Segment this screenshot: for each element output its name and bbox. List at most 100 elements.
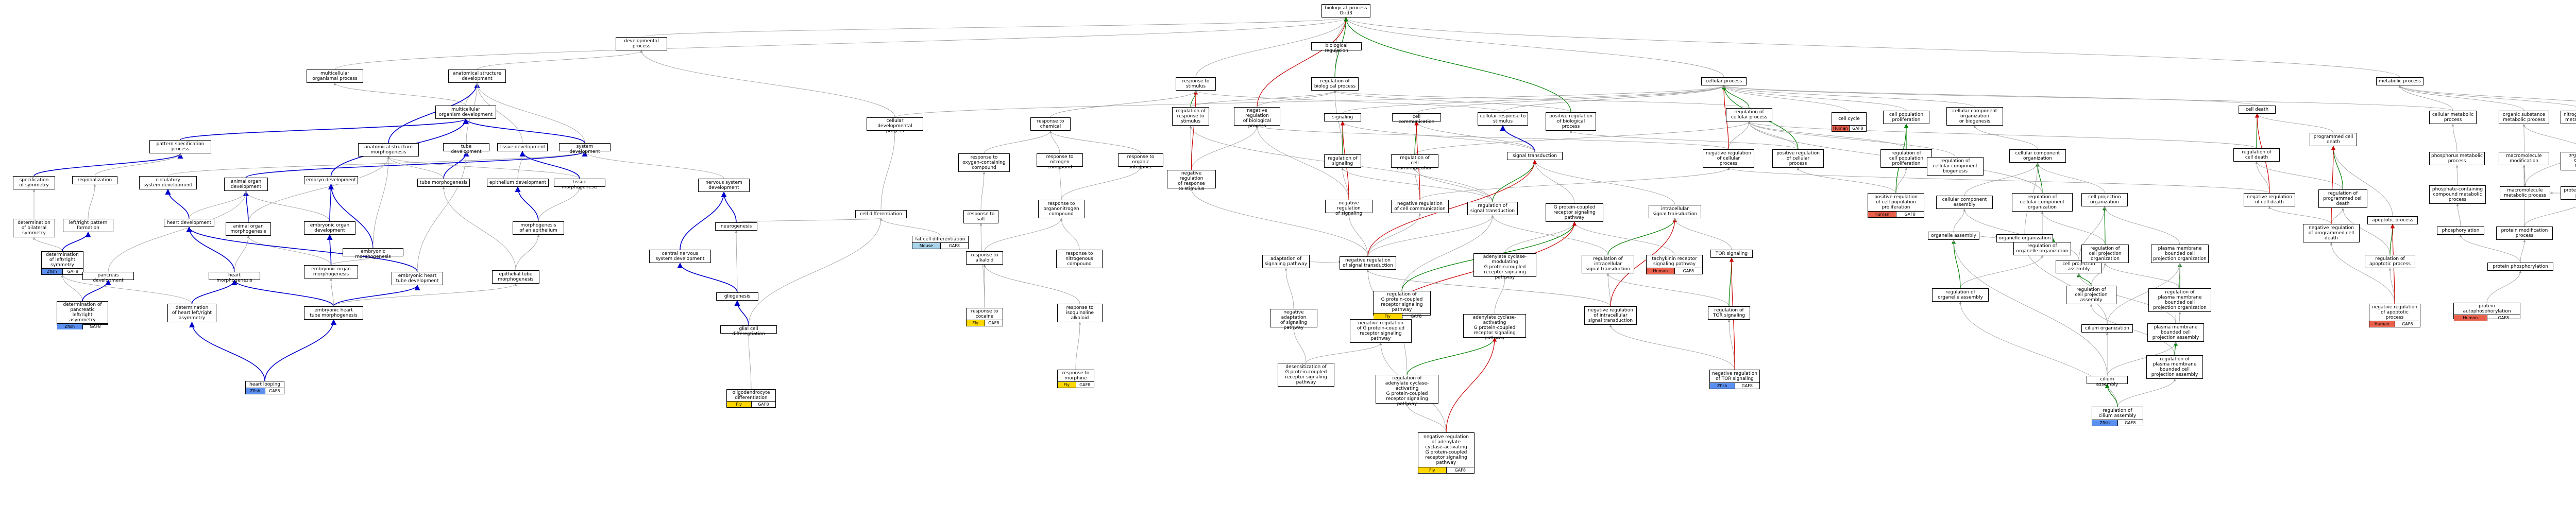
go-term-cellpop[interactable]: cell population proliferation (1883, 111, 1929, 124)
go-term-respalk[interactable]: response to alkaloid (966, 251, 1003, 265)
go-term-anatdev[interactable]: anatomical structure development (448, 69, 506, 83)
go-term-negreggpcr[interactable]: negative regulation of G protein-coupled… (1350, 319, 1412, 343)
go-term-cellresp[interactable]: cellular response to stimulus (1478, 112, 1528, 126)
go-term-regbio[interactable]: regulation of biological process (1311, 77, 1359, 91)
go-term-respoxnitro[interactable]: response to organonitrogen compound (1038, 200, 1084, 218)
go-term-celldevproc[interactable]: cellular developmental process (867, 117, 923, 134)
go-term-resporg[interactable]: response to organic substance (1118, 153, 1163, 170)
go-term-adapsig[interactable]: adaptation of signaling pathway (1262, 255, 1310, 268)
go-term-respchem[interactable]: response to chemical (1030, 117, 1071, 131)
go-term-regintra[interactable]: regulation of intracellular signal trans… (1582, 255, 1634, 273)
go-term-regcomm[interactable]: regulation of cell communication (1391, 154, 1438, 171)
go-term-negregsigtrans[interactable]: negative regulation of signal transducti… (1340, 256, 1396, 270)
go-term-metab[interactable]: metabolic process (2376, 77, 2424, 85)
go-term-regcelldeath[interactable]: regulation of cell death (2233, 148, 2280, 162)
go-term-celldeath[interactable]: cell death (2239, 106, 2276, 114)
go-term-negregapop[interactable]: negative regulation of apoptotic process… (2369, 304, 2420, 327)
go-term-cellcompbio[interactable]: cellular component organization or bioge… (1946, 107, 2003, 126)
go-term-organorg[interactable]: organelle organization (1996, 234, 2053, 242)
go-term-determlr[interactable]: determination of bilateral symmetry (13, 219, 55, 237)
go-term-phoscontain[interactable]: phosphate-containing compound metabolic … (2429, 185, 2486, 204)
go-term-phosmetab[interactable]: phosphorus metabolic process (2429, 152, 2485, 165)
go-term-regorganasm[interactable]: regulation of organelle assembly (1932, 288, 1989, 302)
go-term-determpanc[interactable]: determination of pancreatic left/right a… (57, 301, 108, 329)
go-term-tissmorph[interactable]: tissue morphogenesis (554, 179, 605, 190)
go-term-multdev[interactable]: multicellular organism development (435, 106, 496, 119)
go-term-multorg[interactable]: multicellular organismal process (307, 69, 363, 83)
go-term-apoptotic[interactable]: apoptotic process (2367, 216, 2418, 224)
go-term-tubedev[interactable]: tube development (443, 143, 489, 154)
go-term-tissuedev[interactable]: tissue development (497, 143, 548, 151)
go-term-sysdev[interactable]: system development (559, 143, 611, 154)
go-term-heartdev[interactable]: heart development (164, 219, 214, 227)
go-term-embhearttubemorph[interactable]: embryonic heart tube morphogenesis (304, 306, 363, 320)
go-term-embhearttube[interactable]: embryonic heart tube development (392, 272, 443, 285)
go-term-regadenyl[interactable]: regulation of adenylate cyclase-activati… (1376, 375, 1438, 407)
go-term-cellproc[interactable]: cellular process (1701, 77, 1747, 85)
go-term-negregresp[interactable]: negative regulation of response to stimu… (1167, 170, 1216, 191)
go-term-regprog[interactable]: regulation of programmed cell death (2318, 189, 2367, 208)
go-term-emborgmorph[interactable]: embryonic organ morphogenesis (304, 265, 358, 278)
go-term-negregcelldeath[interactable]: negative regulation of cell death (2244, 193, 2295, 206)
go-term-regorganorg[interactable]: regulation of organelle organization (2013, 242, 2071, 255)
go-term-resprcc[interactable]: response to nitrogenous compound (1056, 250, 1103, 268)
go-term-negregadenyl[interactable]: negative regulation of adenylate cyclase… (1418, 432, 1475, 474)
go-term-orgsubmetab[interactable]: organic substance metabolic process (2499, 111, 2549, 124)
go-term-circsys[interactable]: circulatory system development (139, 176, 197, 189)
go-term-regtor[interactable]: regulation of TOR signaling (1708, 306, 1750, 320)
go-term-negregcellproc[interactable]: negative regulation of cellular process (1703, 149, 1754, 168)
go-term-patspec[interactable]: pattern specification process (149, 140, 211, 153)
go-term-devproc[interactable]: developmental process (616, 37, 667, 50)
go-term-regsig[interactable]: regulation of signaling (1324, 154, 1361, 168)
go-term-progcelldeath[interactable]: programmed cell death (2310, 133, 2357, 146)
go-term-bp[interactable]: biological_process Grid3 (1321, 4, 1370, 18)
go-term-respisoq[interactable]: response to isoquinoline alkaloid (1057, 304, 1103, 322)
go-term-neurogen[interactable]: neurogenesis (715, 222, 757, 231)
go-term-respsalt[interactable]: response to salt (963, 210, 998, 223)
go-term-morphepi[interactable]: morphogenesis of an epithelium (513, 221, 564, 235)
go-term-pancdev[interactable]: pancreas development (82, 272, 134, 283)
go-term-embmorph[interactable]: embryonic morphogenesis (343, 248, 403, 259)
go-term-phosphorylation[interactable]: phosphorylation (2437, 227, 2484, 235)
go-term-adenylact[interactable]: adenylate cyclase-activating G protein-c… (1463, 314, 1526, 341)
go-term-negregcomm[interactable]: negative regulation of cell communicatio… (1391, 200, 1449, 213)
go-term-protmod[interactable]: protein modification process (2496, 227, 2553, 240)
go-term-tubemorph[interactable]: tube morphogenesis (417, 179, 470, 187)
go-term-epitube[interactable]: epithelial tube morphogenesis (492, 270, 539, 284)
go-term-macromod[interactable]: macromolecule modification (2499, 152, 2549, 165)
go-term-tor[interactable]: TOR signaling (1710, 250, 1753, 258)
go-term-respnitro[interactable]: response to nitrogen compound (1037, 153, 1083, 170)
go-term-regcellproc[interactable]: regulation of cellular process (1726, 108, 1772, 121)
go-term-signaling[interactable]: signaling (1324, 113, 1361, 121)
go-term-negadap[interactable]: negative adaptation of signaling pathway (1270, 309, 1317, 330)
go-term-negregbio[interactable]: negative regulation of biological proces… (1234, 107, 1280, 129)
go-term-glialdiff[interactable]: glial cell differentiation (720, 325, 777, 337)
go-term-regcellprojasm[interactable]: regulation of cell projection assembly (2066, 286, 2116, 304)
go-term-celldiff[interactable]: cell differentiation (855, 210, 907, 218)
go-term-negregprog[interactable]: negative regulation of programmed cell d… (2303, 224, 2360, 242)
go-term-specsym[interactable]: specification of symmetry (13, 176, 55, 189)
go-term-posregcellpop[interactable]: positive regulation of cell population p… (1868, 193, 1924, 218)
go-term-sigtrans[interactable]: signal transduction (1507, 152, 1563, 160)
go-term-regplasmaasm[interactable]: regulation of plasma membrane bounded ce… (2146, 355, 2203, 379)
go-term-respoxy[interactable]: response to oxygen-containing compound (958, 153, 1010, 172)
go-term-cellcomporg[interactable]: cellular component organization (2009, 149, 2066, 163)
go-term-regapop[interactable]: regulation of apoptotic process (2365, 255, 2415, 268)
go-term-regcellcompbio[interactable]: regulation of cellular component biogene… (1927, 157, 1984, 176)
go-term-desens[interactable]: desensitization of G protein-coupled rec… (1278, 363, 1334, 387)
go-term-organasm[interactable]: organelle assembly (1928, 232, 1979, 240)
go-term-plasmaasm[interactable]: plasma membrane bounded cell projection … (2147, 323, 2204, 342)
go-term-protmetab[interactable]: protein metabolic process (2561, 186, 2576, 200)
go-term-posregbio[interactable]: positive regulation of biological proces… (1546, 112, 1596, 131)
go-term-embdev[interactable]: embryo development (304, 176, 358, 184)
